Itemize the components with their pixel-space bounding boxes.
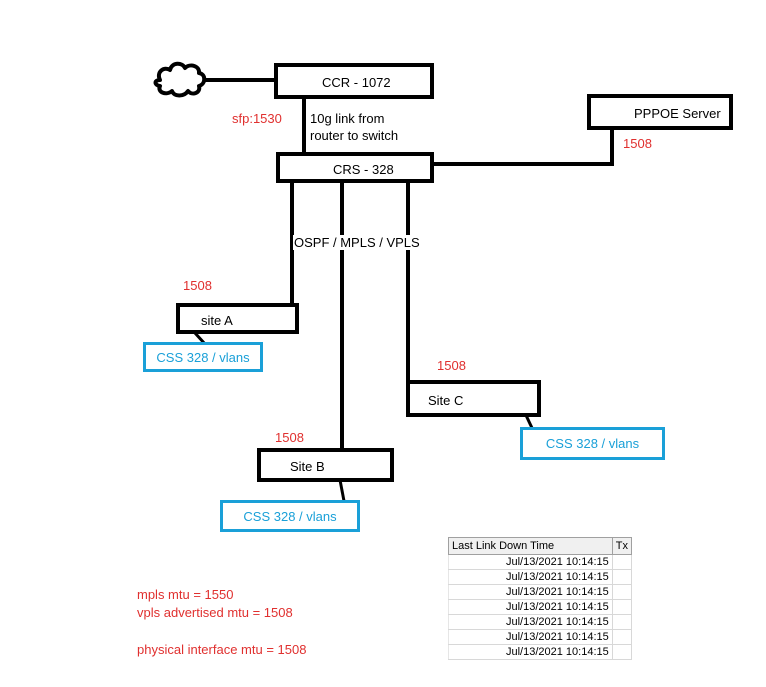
- table-row[interactable]: Jul/13/2021 10:14:15: [448, 569, 633, 585]
- ccr-router-label: CCR - 1072: [322, 75, 391, 90]
- last-link-down-cell: Jul/13/2021 10:14:15: [448, 569, 613, 585]
- tx-cell: [611, 629, 633, 645]
- crs-switch-box: CRS - 328: [276, 152, 434, 183]
- tx-cell: [611, 554, 633, 570]
- line-site-b-switch: [338, 479, 346, 502]
- vpls-mtu-note: vpls advertised mtu = 1508: [137, 605, 293, 620]
- last-link-down-cell: Jul/13/2021 10:14:15: [448, 629, 613, 645]
- tx-cell: [611, 614, 633, 630]
- physical-mtu-note: physical interface mtu = 1508: [137, 642, 307, 657]
- last-link-down-cell: Jul/13/2021 10:14:15: [448, 644, 613, 660]
- last-link-down-cell: Jul/13/2021 10:14:15: [448, 554, 613, 570]
- last-link-down-cell: Jul/13/2021 10:14:15: [448, 584, 613, 600]
- column-header-tx[interactable]: Tx: [611, 537, 633, 555]
- site-c-label: Site C: [428, 393, 464, 408]
- cloud-icon: [153, 61, 207, 98]
- site-b-mtu-label: 1508: [275, 430, 304, 445]
- tx-cell: [611, 569, 633, 585]
- site-a-switch-box: CSS 328 / vlans: [143, 342, 263, 372]
- pppoe-mtu-label: 1508: [623, 136, 652, 151]
- site-c-mtu-label: 1508: [437, 358, 466, 373]
- table-row[interactable]: Jul/13/2021 10:14:15: [448, 644, 633, 660]
- pppoe-server-box: PPPOE Server: [587, 94, 733, 130]
- table-row[interactable]: Jul/13/2021 10:14:15: [448, 599, 633, 615]
- site-b-box: Site B: [257, 448, 394, 482]
- site-c-box: Site C: [406, 380, 541, 417]
- link-down-table: Last Link Down Time Tx Jul/13/2021 10:14…: [448, 537, 633, 660]
- site-b-label: Site B: [290, 459, 325, 474]
- site-a-box: site A: [176, 303, 299, 334]
- tx-cell: [611, 644, 633, 660]
- sfp-label: sfp:1530: [232, 111, 282, 126]
- table-row[interactable]: Jul/13/2021 10:14:15: [448, 554, 633, 570]
- protocols-label: OSPF / MPLS / VPLS: [293, 235, 421, 250]
- mpls-mtu-note: mpls mtu = 1550: [137, 587, 234, 602]
- site-c-switch-box: CSS 328 / vlans: [520, 427, 665, 460]
- link-description-line1: 10g link from: [310, 111, 385, 126]
- table-row[interactable]: Jul/13/2021 10:14:15: [448, 629, 633, 645]
- site-b-switch-label: CSS 328 / vlans: [243, 508, 337, 524]
- site-a-label: site A: [201, 313, 233, 328]
- line-crs-site-a: [284, 175, 294, 307]
- site-b-switch-box: CSS 328 / vlans: [220, 500, 360, 532]
- tx-cell: [611, 599, 633, 615]
- site-a-mtu-label: 1508: [183, 278, 212, 293]
- table-row[interactable]: Jul/13/2021 10:14:15: [448, 614, 633, 630]
- site-c-switch-label: CSS 328 / vlans: [545, 436, 640, 451]
- crs-switch-label: CRS - 328: [333, 162, 394, 177]
- last-link-down-cell: Jul/13/2021 10:14:15: [448, 599, 613, 615]
- site-a-switch-label: CSS 328 / vlans: [156, 349, 250, 365]
- ccr-router-box: CCR - 1072: [274, 63, 434, 99]
- line-crs-pppoe: [430, 128, 614, 166]
- table-row[interactable]: Jul/13/2021 10:14:15: [448, 584, 633, 600]
- pppoe-server-label: PPPOE Server: [634, 106, 721, 121]
- tx-cell: [611, 584, 633, 600]
- column-header-last-link-down[interactable]: Last Link Down Time: [448, 537, 613, 555]
- link-description-line2: router to switch: [310, 128, 399, 143]
- table-header-row: Last Link Down Time Tx: [448, 537, 633, 555]
- last-link-down-cell: Jul/13/2021 10:14:15: [448, 614, 613, 630]
